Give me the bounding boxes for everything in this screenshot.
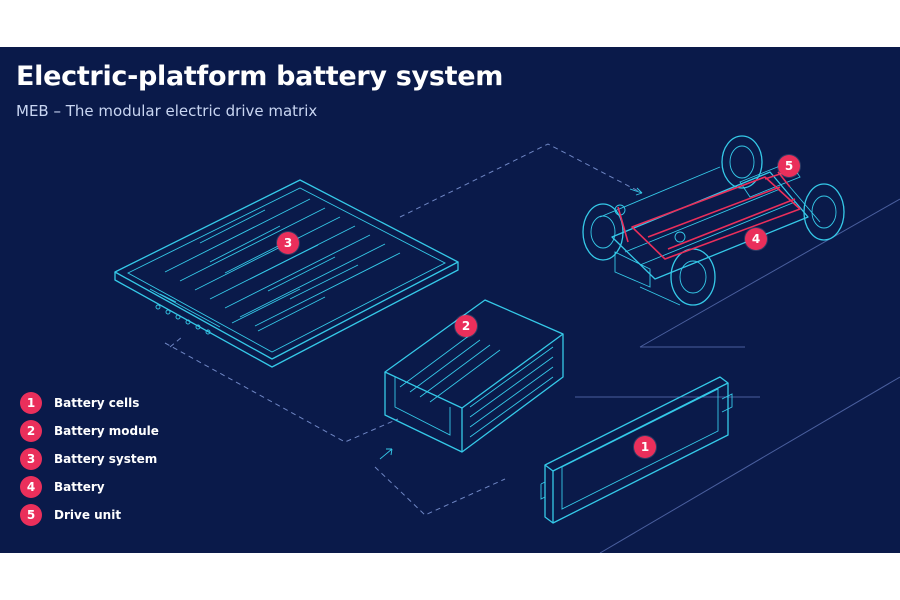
legend-label: Battery module bbox=[54, 424, 159, 438]
legend-item-battery-cells: 1 Battery cells bbox=[20, 389, 159, 417]
connector-module-arrow bbox=[169, 336, 183, 348]
diagram-subtitle: MEB – The modular electric drive matrix bbox=[16, 102, 318, 120]
legend-number: 4 bbox=[20, 476, 42, 498]
diagram-illustration bbox=[114, 135, 900, 553]
chassis-drawing bbox=[582, 135, 845, 306]
legend-label: Drive unit bbox=[54, 508, 122, 522]
legend-number: 5 bbox=[20, 504, 42, 526]
legend-item-drive-unit: 5 Drive unit bbox=[20, 501, 159, 529]
legend-label: Battery system bbox=[54, 452, 158, 466]
legend: 1 Battery cells 2 Battery module 3 Batte… bbox=[20, 389, 159, 529]
battery-system-marker: 3 bbox=[277, 232, 299, 254]
drive-unit-marker: 5 bbox=[778, 155, 800, 177]
connector-system-to-module bbox=[164, 342, 399, 443]
legend-number: 2 bbox=[20, 420, 42, 442]
legend-label: Battery cells bbox=[54, 396, 140, 410]
legend-label: Battery bbox=[54, 480, 105, 494]
battery-module-drawing bbox=[384, 299, 564, 453]
battery-cell-drawing bbox=[540, 376, 733, 524]
legend-item-battery-system: 3 Battery system bbox=[20, 445, 159, 473]
battery-module-marker: 2 bbox=[455, 315, 477, 337]
diagram-canvas: Electric-platform battery system MEB – T… bbox=[0, 47, 900, 553]
arrow-chassis bbox=[629, 187, 643, 196]
connector-module-to-cell bbox=[374, 466, 506, 516]
legend-item-battery: 4 Battery bbox=[20, 473, 159, 501]
legend-number: 1 bbox=[20, 392, 42, 414]
diagram-title: Electric-platform battery system bbox=[16, 61, 504, 92]
battery-highlight bbox=[631, 176, 801, 260]
arrow-module bbox=[379, 448, 393, 460]
battery-system-drawing bbox=[114, 179, 459, 368]
battery-cell-marker: 1 bbox=[634, 436, 656, 458]
floor-guide bbox=[575, 198, 900, 553]
legend-item-battery-module: 2 Battery module bbox=[20, 417, 159, 445]
legend-number: 3 bbox=[20, 448, 42, 470]
connector-system-to-chassis bbox=[399, 143, 643, 218]
battery-marker: 4 bbox=[745, 228, 767, 250]
